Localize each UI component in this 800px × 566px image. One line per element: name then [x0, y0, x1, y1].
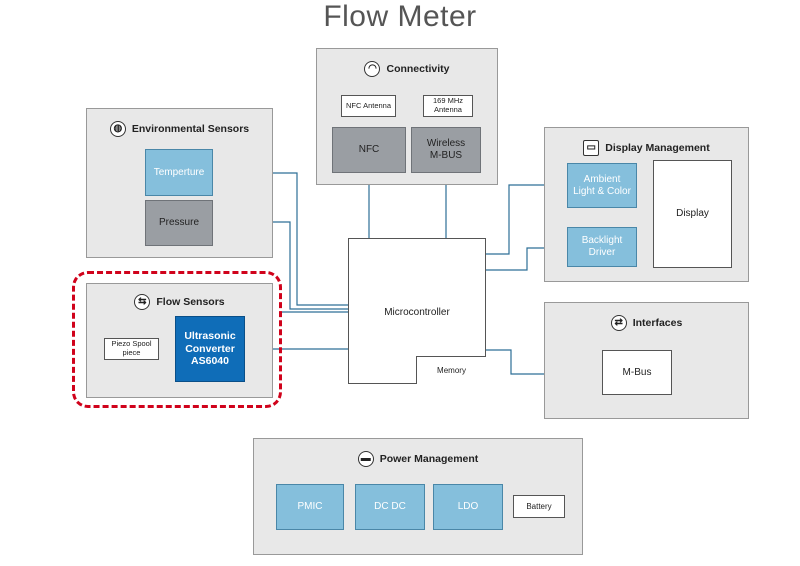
wifi-icon: ◠ — [364, 61, 381, 77]
ldo-box: LDO — [433, 484, 503, 530]
power-label: Power Management — [379, 453, 479, 465]
nfc-antenna-box: NFC Antenna — [341, 95, 396, 117]
page-title: Flow Meter — [323, 0, 477, 33]
environmental-label: Environmental Sensors — [131, 123, 250, 135]
piezo-spool-box: Piezo Spool piece — [104, 338, 159, 360]
backlight-driver-box: Backlight Driver — [567, 227, 637, 267]
pmic-box: PMIC — [276, 484, 344, 530]
wireless-mbus-box: Wireless M-BUS — [411, 127, 481, 173]
connectivity-label: Connectivity — [386, 63, 450, 75]
globe-icon: ◍ — [109, 121, 126, 137]
flow-icon: ⇆ — [134, 294, 151, 310]
ultrasonic-converter-box: Ultrasonic Converter AS6040 — [175, 316, 245, 382]
monitor-icon: ▭ — [583, 140, 600, 156]
arrows-icon: ⇄ — [610, 315, 627, 331]
memory-box: Memory — [416, 356, 486, 384]
flow-label: Flow Sensors — [156, 296, 225, 308]
pressure-box: Pressure — [145, 200, 213, 246]
mhz-antenna-box: 169 MHz Antenna — [423, 95, 473, 117]
interfaces-label: Interfaces — [632, 317, 683, 329]
microcontroller-box: Microcontroller Memory — [348, 238, 486, 384]
nfc-box: NFC — [332, 127, 406, 173]
display-label: Display Management — [605, 142, 710, 154]
temperature-box: Temperture — [145, 149, 213, 196]
display-box: Display — [653, 160, 732, 268]
dcdc-box: DC DC — [355, 484, 425, 530]
flow-highlight-outline — [72, 271, 282, 408]
microcontroller-label: Microcontroller — [384, 307, 450, 318]
mbus-box: M-Bus — [602, 350, 672, 395]
ambient-light-box: Ambient Light & Color — [567, 163, 637, 208]
battery-box: Battery — [513, 495, 565, 518]
battery-icon: ▬ — [357, 451, 374, 467]
